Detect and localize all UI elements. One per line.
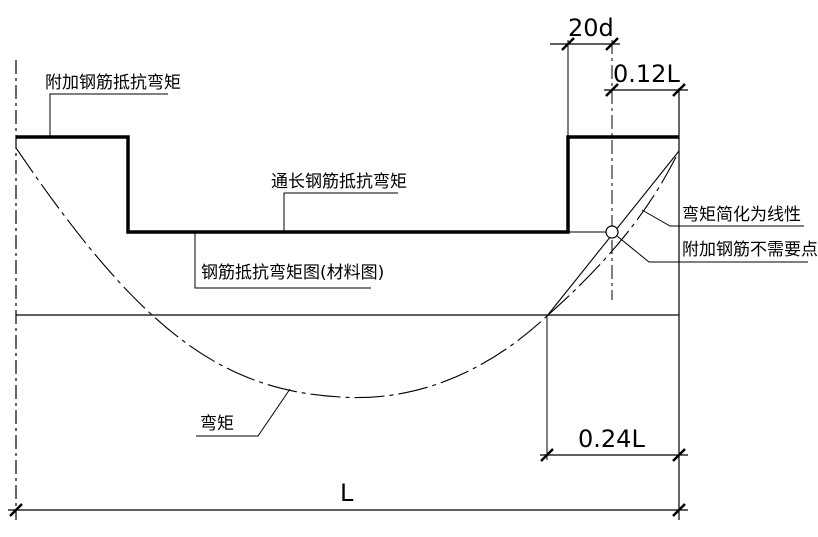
leader-not-needed-point: [616, 235, 808, 263]
dim-tick: [540, 448, 554, 462]
dim-tick: [672, 83, 686, 97]
label-material-diagram: 钢筋抵抗弯矩图(材料图): [201, 263, 384, 283]
material-diagram-line: [16, 135, 679, 234]
leader-bending-moment: [196, 388, 291, 437]
label-additional-rebar: 附加钢筋抵抗弯矩: [45, 73, 181, 93]
label-continuous-rebar: 通长钢筋抵抗弯矩: [271, 172, 407, 192]
dim-tick: [605, 83, 619, 97]
label-bending-moment: 弯矩: [200, 414, 234, 434]
leader-simplified-linear: [641, 209, 804, 227]
lower-dim-label: 0.24L: [578, 425, 645, 453]
span-dim-label: L: [340, 479, 354, 507]
label-not-needed-point: 附加钢筋不需要点: [682, 240, 818, 260]
leader-additional-rebar: [49, 93, 168, 137]
dim-tick: [561, 37, 575, 51]
not-needed-point-marker: [605, 225, 619, 239]
moment-curve-right: [546, 150, 680, 317]
dim-tick: [9, 503, 23, 517]
leader-continuous-rebar: [283, 192, 398, 232]
label-simplified-linear: 弯矩简化为线性: [682, 205, 801, 225]
dim-tick: [605, 37, 619, 51]
dim-tick: [672, 448, 686, 462]
bending-moment-curve: [15, 147, 548, 399]
leader-material-diagram: [194, 232, 371, 289]
upper-dim-label: 0.12L: [613, 60, 680, 88]
anchorage-dim-label: 20d: [568, 14, 614, 42]
